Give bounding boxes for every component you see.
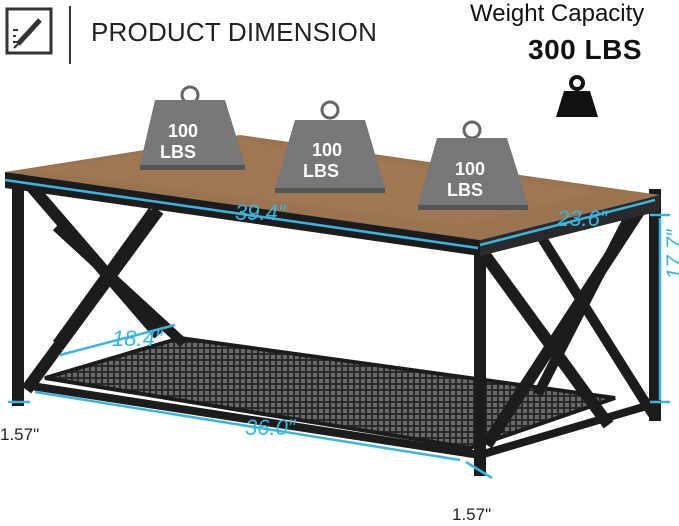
weight-block [275, 100, 385, 193]
page-title: PRODUCT DIMENSION [91, 17, 378, 47]
frame-bar [478, 401, 652, 459]
frame-leg [533, 228, 657, 417]
dimension-depth-top: 23.6″ [557, 206, 608, 231]
dimension-line [59, 323, 176, 357]
weight-block-number: 100 [168, 121, 198, 141]
dimension-length-top: 39.4″ [235, 200, 286, 225]
frame-leg [481, 201, 649, 449]
weight-block-unit: LBS [303, 161, 339, 181]
weight-capacity-label: Weight Capacity [470, 0, 645, 27]
ruler-pencil-icon [4, 6, 54, 56]
dimension-shelf-depth: 18.4″ [112, 326, 163, 351]
frame-leg [21, 176, 164, 339]
dimension-line [34, 390, 461, 462]
weight-block-number: 100 [312, 140, 342, 160]
weight-block-unit: LBS [160, 142, 196, 162]
weight-block [140, 85, 245, 170]
dimension-line [4, 178, 479, 250]
dimension-leg-right: 1.57" [452, 505, 492, 524]
weight-capacity-value: 300 LBS [528, 34, 642, 65]
weight-block-number: 100 [455, 159, 485, 179]
weight-block [418, 120, 528, 210]
dimension-line [465, 460, 493, 480]
dimension-line [479, 198, 656, 247]
kettlebell-icon [554, 75, 600, 121]
dimension-leg-left: 1.57" [0, 425, 40, 444]
mesh-shelf [44, 335, 616, 451]
dimension-height: 17.7″ [662, 229, 679, 280]
frame-leg [476, 246, 614, 429]
weight-block-unit: LBS [447, 180, 483, 200]
header-divider [69, 6, 71, 64]
frame-bar [24, 381, 481, 459]
frame-leg [21, 206, 164, 394]
dimension-shelf-length: 36.0″ [245, 415, 296, 440]
